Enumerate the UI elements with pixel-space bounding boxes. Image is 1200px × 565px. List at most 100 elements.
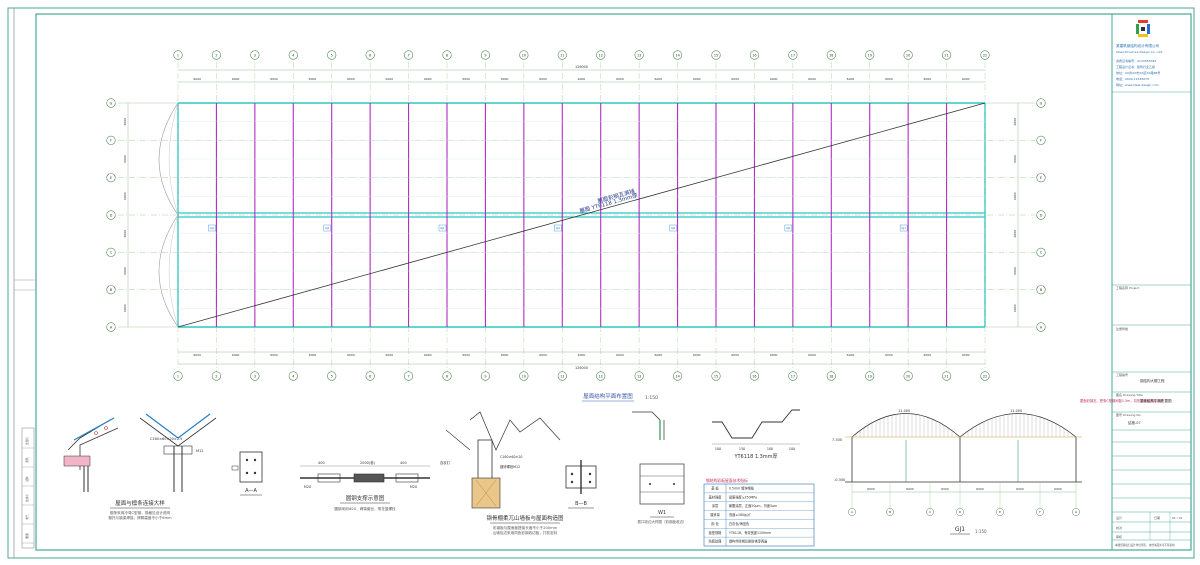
spec-key: 颜 色 (711, 521, 719, 526)
tb-design: 设计 (1116, 515, 1122, 520)
frame-mark (554, 224, 562, 232)
grid-label-col: 8 (446, 53, 448, 57)
gj1-height: 7.300 (832, 438, 842, 442)
gj1-bay-dim: 6000 (976, 487, 984, 491)
detail-2-title: 圆钢支撑示意图 (346, 494, 385, 502)
grid-label-row: F (1040, 139, 1042, 143)
grid-bubble-row (1036, 173, 1046, 183)
row-dim-right: 6000 (1013, 304, 1017, 312)
grid-bubble-col (211, 50, 222, 60)
row-dim-right: 6000 (1013, 267, 1017, 275)
frame-mark (208, 224, 216, 232)
bay-dim-top: 6000 (693, 77, 701, 81)
grid-label-col: 4 (292, 374, 294, 378)
roof-plan: 6000 6000 6000 6000 6000 6000 6000 6000 6000 6000… (106, 50, 1046, 402)
bay-dim-bottom: 6000 (655, 353, 663, 357)
left-strip-label: 给排水 (25, 494, 29, 502)
frame-mark-label: GJ1 (901, 226, 906, 230)
bay-dim-top: 6000 (270, 77, 278, 81)
gj1-axis-label: F (1039, 510, 1041, 514)
section-aa-label: A—A (245, 488, 257, 494)
bay-dim-top: 6000 (578, 77, 586, 81)
left-strip-label: 会签栏 (25, 437, 29, 445)
grid-label-col: 19 (868, 53, 872, 57)
spec-key: 基材强度 (709, 494, 723, 499)
bay-dim-top: 6000 (924, 77, 932, 81)
grid-bubble-row (106, 285, 116, 295)
spec-value: 双面≥180g/㎡ (729, 512, 751, 517)
left-strip-label: 结构 (25, 476, 29, 482)
gj1-label: GJ1 (955, 526, 965, 533)
grid-bubble-row (106, 210, 116, 220)
grid-label-col: 21 (944, 374, 948, 378)
grid-bubble-col (519, 371, 529, 381)
tb-approve: 审核 (1116, 534, 1122, 539)
grid-label-col: 16 (752, 53, 756, 57)
spec-value: 0.5mm 镀锌钢板 (729, 485, 755, 490)
grid-bubble-col (403, 50, 414, 60)
grid-bubble-row (1036, 98, 1046, 108)
profile-dim: 100 (767, 447, 773, 451)
grid-bubble-col (865, 50, 875, 60)
grid-bubble-col (941, 50, 952, 60)
grid-label-col: 17 (791, 53, 795, 57)
gj1-axis-label: B (889, 510, 891, 514)
gj1-axis-bubble (1036, 508, 1044, 516)
profile-dim: 130 (739, 447, 745, 451)
bay-dim-top: 6000 (309, 77, 317, 81)
bay-dim-top: 6000 (770, 77, 778, 81)
grid-label-row: D (1040, 213, 1043, 217)
bay-dim-top: 6000 (885, 77, 893, 81)
grid-bubble-col (711, 50, 721, 60)
row-dim-left: 6000 (123, 304, 127, 312)
detail-w1: W1 檐口收边大样图（彩钢板收边） (632, 411, 687, 524)
grid-label-col: 3 (254, 374, 256, 378)
bay-dim-bottom: 6000 (270, 353, 278, 357)
grid-label-col: 7 (407, 53, 409, 57)
left-strip-label: 电气 (25, 514, 29, 520)
grid-label-col: 10 (522, 374, 526, 378)
grid-label-col: 6 (369, 374, 371, 378)
frame-mark-label: GJ1 (440, 226, 445, 230)
spec-key: 防腐处理 (709, 539, 723, 544)
grid-label-col: 13 (637, 53, 641, 57)
grid-bubble-row (106, 135, 116, 145)
grid-bubble-col (557, 371, 567, 381)
detail-rod-bracing: 400 2000(参) 400 M20 M20 圆钢支撑示意图 圆钢采用Φ20，… (300, 460, 430, 511)
bay-dim-bottom: 6000 (847, 353, 855, 357)
gj1-axis-label: E (999, 510, 1001, 514)
grid-label-col: 15 (714, 374, 718, 378)
grid-label-col: 14 (675, 374, 679, 378)
row-dim-left: 6000 (123, 118, 127, 126)
tb-info-line: 资质证书编号：A123456789 (1116, 58, 1156, 63)
grid-bubble-col (980, 50, 990, 60)
grid-bubble-col (980, 371, 990, 381)
bay-dim-bottom: 6000 (693, 353, 701, 357)
grid-label-row: B (110, 288, 113, 292)
grid-label-row: C (1040, 251, 1043, 255)
tb-project-name: 钢结构大棚工程 (1140, 378, 1165, 383)
frame-mark-label: GJ1 (671, 226, 676, 230)
grid-bubble-col (365, 50, 375, 60)
svg-text:C160×60×20×2.5: C160×60×20×2.5 (150, 437, 182, 441)
spec-key: 板型规格 (709, 530, 723, 535)
svg-text:镀锌螺栓M12: 镀锌螺栓M12 (500, 464, 520, 469)
grid-label-col: 4 (292, 53, 294, 57)
grid-bubble-col (903, 50, 913, 60)
gj1-axis-bubble (1072, 508, 1080, 516)
grid-label-row: G (1040, 101, 1043, 105)
bay-dim-top: 6000 (962, 77, 970, 81)
grid-bubble-col (941, 371, 952, 381)
grid-bubble-col (826, 50, 836, 60)
detail-1-note-1: 檩条采用冷弯C型钢，规格见设计说明 (110, 510, 170, 515)
gj1-scale: 1:150 (975, 529, 987, 534)
gj1-axis-label: G (1075, 510, 1078, 514)
bay-dim-top: 6000 (347, 77, 355, 81)
row-dim-left: 6000 (123, 230, 127, 238)
grid-label-col: 11 (560, 374, 564, 378)
grid-bubble-col (903, 371, 913, 381)
